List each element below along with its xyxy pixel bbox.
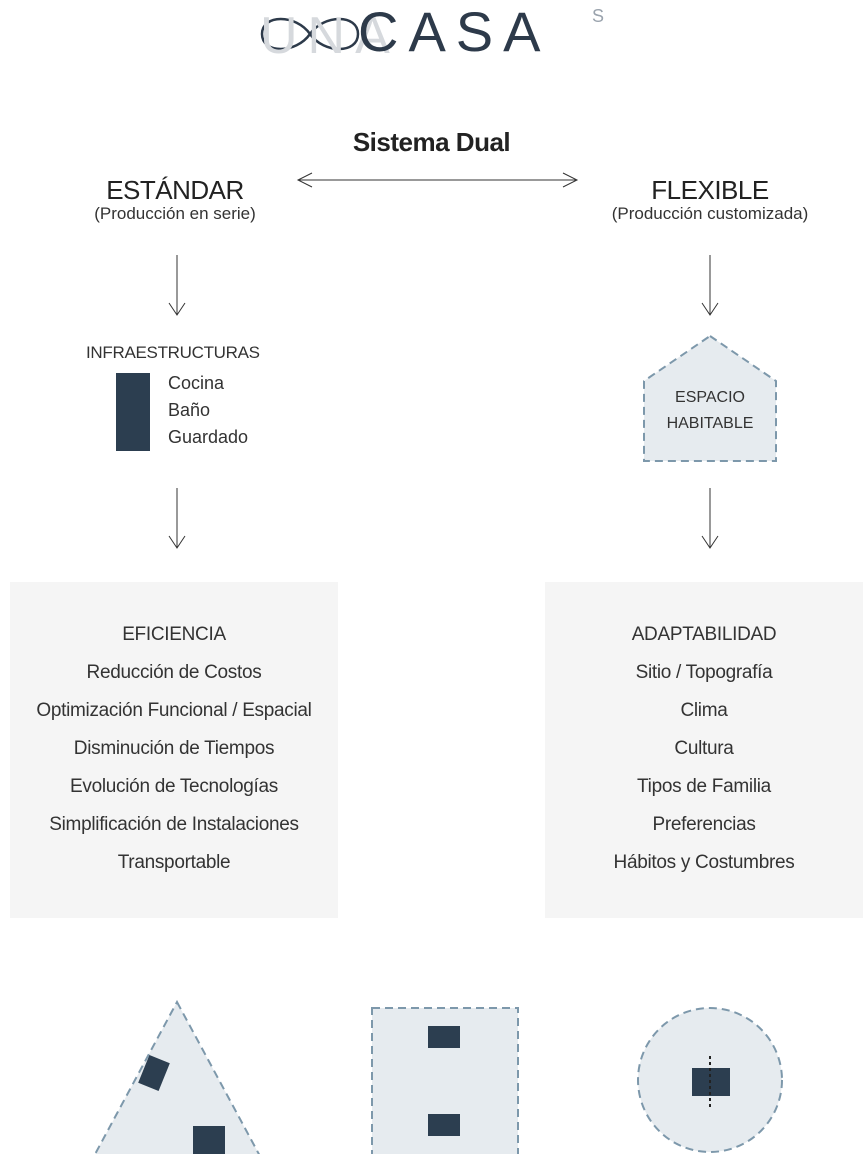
house-icon: [643, 334, 777, 462]
infra-item-storage: Guardado: [168, 427, 249, 447]
list-item: Clima: [680, 700, 728, 721]
habitable-space-label: ESPACIO HABITABLE: [640, 385, 780, 437]
infra-item-kitchen: Cocina: [168, 373, 225, 393]
list-item: Preferencias: [652, 814, 756, 835]
infinity-icon: [260, 17, 360, 51]
down-arrow-icon: [168, 488, 186, 549]
efficiency-heading: EFICIENCIA: [122, 624, 226, 645]
list-item: Optimización Funcional / Espacial: [36, 700, 312, 721]
adaptability-heading: ADAPTABILIDAD: [631, 624, 777, 645]
list-item: Tipos de Familia: [637, 776, 771, 797]
double-arrow-icon: [296, 172, 579, 188]
square-plan-icon: [371, 1007, 519, 1154]
habitable-space-line: ESPACIO: [675, 389, 745, 406]
diagram-title: Sistema Dual: [352, 127, 511, 157]
down-arrow-icon: [701, 255, 719, 316]
triangle-plan-icon: [95, 999, 260, 1154]
logo-faded-prefix: UNA: [260, 7, 400, 65]
list-item: Hábitos y Costumbres: [613, 852, 795, 873]
down-arrow-icon: [701, 488, 719, 549]
adaptability-panel: ADAPTABILIDAD Sitio / Topografía Clima C…: [545, 582, 863, 918]
efficiency-panel: EFICIENCIA Reducción de Costos Optimizac…: [10, 582, 338, 918]
flexible-heading: FLEXIBLE: [651, 175, 769, 205]
left-column-heading: ESTÁNDAR (Producción en serie): [60, 176, 290, 224]
logo-superscript: S: [592, 6, 605, 26]
circle-plan-icon: [637, 1007, 783, 1153]
list-item: Cultura: [674, 738, 734, 759]
down-arrow-icon: [168, 255, 186, 316]
infrastructure-block: [116, 373, 150, 451]
logo: UNA CASA S: [240, 0, 640, 70]
flexible-subheading: (Producción customizada): [611, 204, 809, 223]
standard-subheading: (Producción en serie): [94, 204, 256, 223]
logo-word: CASA: [358, 0, 551, 63]
list-item: Simplificación de Instalaciones: [49, 814, 299, 835]
standard-heading: ESTÁNDAR: [106, 175, 244, 205]
habitable-space-line: HABITABLE: [666, 415, 754, 432]
right-column-heading: FLEXIBLE (Producción customizada): [590, 176, 830, 224]
list-item: Evolución de Tecnologías: [70, 776, 278, 797]
infrastructures-title: INFRAESTRUCTURAS: [86, 343, 260, 362]
list-item: Sitio / Topografía: [635, 662, 773, 683]
list-item: Disminución de Tiempos: [73, 738, 275, 759]
list-item: Reducción de Costos: [86, 662, 262, 683]
list-item: Transportable: [117, 852, 231, 873]
infra-item-bathroom: Baño: [168, 400, 211, 420]
